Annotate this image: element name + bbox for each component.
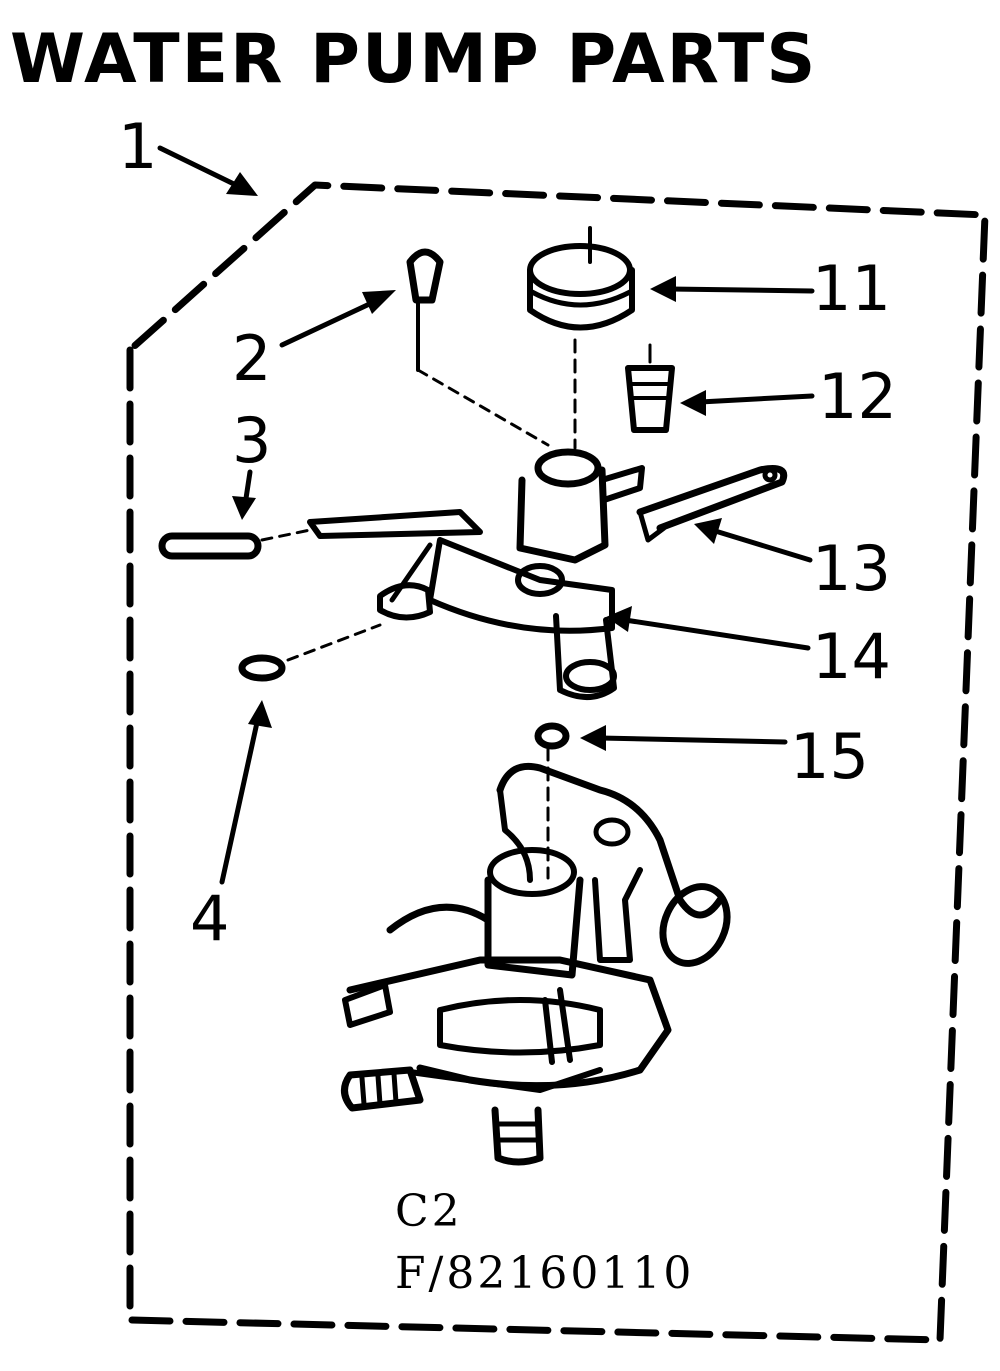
arrow-12 <box>680 390 815 416</box>
section-code: C2 <box>395 1186 463 1237</box>
arrow-15 <box>580 725 788 751</box>
callout-11: 11 <box>812 252 891 325</box>
part-13-lever <box>636 465 788 543</box>
callout-1: 1 <box>118 110 157 183</box>
arrow-11 <box>650 276 815 302</box>
part-11-cap <box>527 226 635 331</box>
part-12-sleeve <box>625 343 675 433</box>
callout-14: 14 <box>812 620 891 693</box>
callout-4: 4 <box>190 882 229 955</box>
callout-12: 12 <box>818 360 897 433</box>
arrow-14 <box>606 606 811 651</box>
assembly-boundary <box>126 181 989 1344</box>
arrow-2 <box>279 290 396 348</box>
figure-code: F/82160110 <box>395 1248 694 1299</box>
arrow-13 <box>694 518 813 563</box>
pump-housing <box>341 762 731 1166</box>
part-4-washer <box>238 623 382 682</box>
callout-2: 2 <box>232 322 271 395</box>
callout-3: 3 <box>232 404 271 477</box>
part-3-pin <box>158 532 262 560</box>
diagram-title: WATER PUMP PARTS <box>10 20 817 99</box>
callout-15: 15 <box>790 720 869 793</box>
callout-13: 13 <box>812 532 891 605</box>
part-2-bolt <box>406 248 444 372</box>
arrow-4 <box>219 700 272 885</box>
arrow-3 <box>232 469 256 520</box>
arrow-1 <box>157 145 258 196</box>
part-14-pump-cover <box>260 338 645 700</box>
